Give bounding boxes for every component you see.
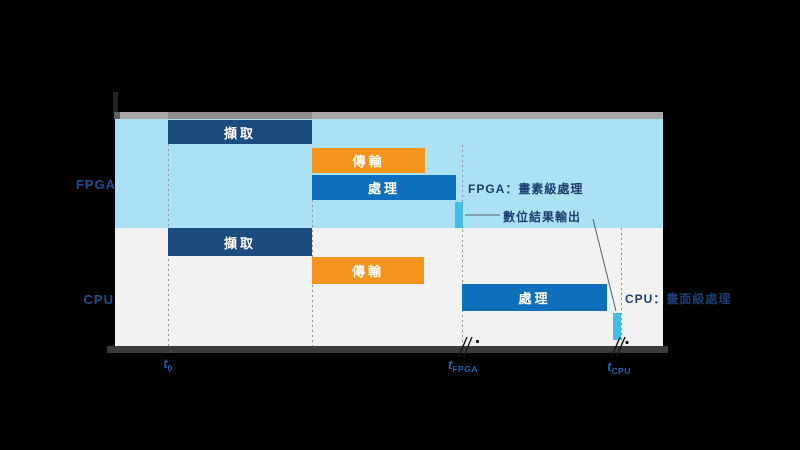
cpu-output-marker: [613, 313, 621, 340]
row-label-fpga: FPGA: [75, 177, 116, 192]
timeline-strip-cap: [114, 112, 120, 119]
row-label-cpu: CPU: [83, 292, 114, 307]
time-label-sub: FPGA: [452, 364, 478, 374]
time-label-base: t: [607, 359, 612, 374]
bar-label: 擷取: [223, 235, 256, 251]
time-label-t0: t0: [156, 356, 180, 373]
bar-label: 處理: [367, 181, 400, 196]
bar-label: 處理: [518, 291, 551, 306]
annotation-digital-output: 數位結果輸出: [503, 210, 582, 224]
bar-label: 傳輸: [352, 154, 385, 169]
bar-cpu-process: 處理: [462, 284, 607, 311]
origin-tick-mark: [113, 92, 118, 113]
annotation-fpga-result: FPGA：畫素級處理: [468, 182, 584, 196]
timeline-strip: [114, 112, 663, 119]
time-label-tcpu: tCPU: [595, 359, 643, 376]
time-label-sub: 0: [167, 363, 173, 373]
bar-cpu-capture: 擷取: [168, 228, 312, 256]
bar-cpu-transfer: 傳輸: [312, 257, 424, 284]
timeline-strip-segment: [168, 112, 312, 119]
bar-fpga-process: 處理: [312, 175, 456, 200]
time-label-base: t: [448, 357, 453, 372]
bar-label: 傳輸: [351, 264, 384, 279]
bar-label: 擷取: [223, 125, 256, 141]
time-label-tfpga: tFPGA: [437, 357, 489, 374]
time-label-sub: CPU: [611, 366, 631, 376]
bar-fpga-capture: 擷取: [168, 120, 312, 144]
annotation-cpu-result: CPU：畫面級處理: [625, 292, 732, 306]
fpga-output-marker: [455, 202, 463, 228]
time-label-base: t: [163, 356, 168, 371]
time-axis-line: [107, 346, 668, 353]
bar-fpga-transfer: 傳輸: [312, 148, 425, 173]
